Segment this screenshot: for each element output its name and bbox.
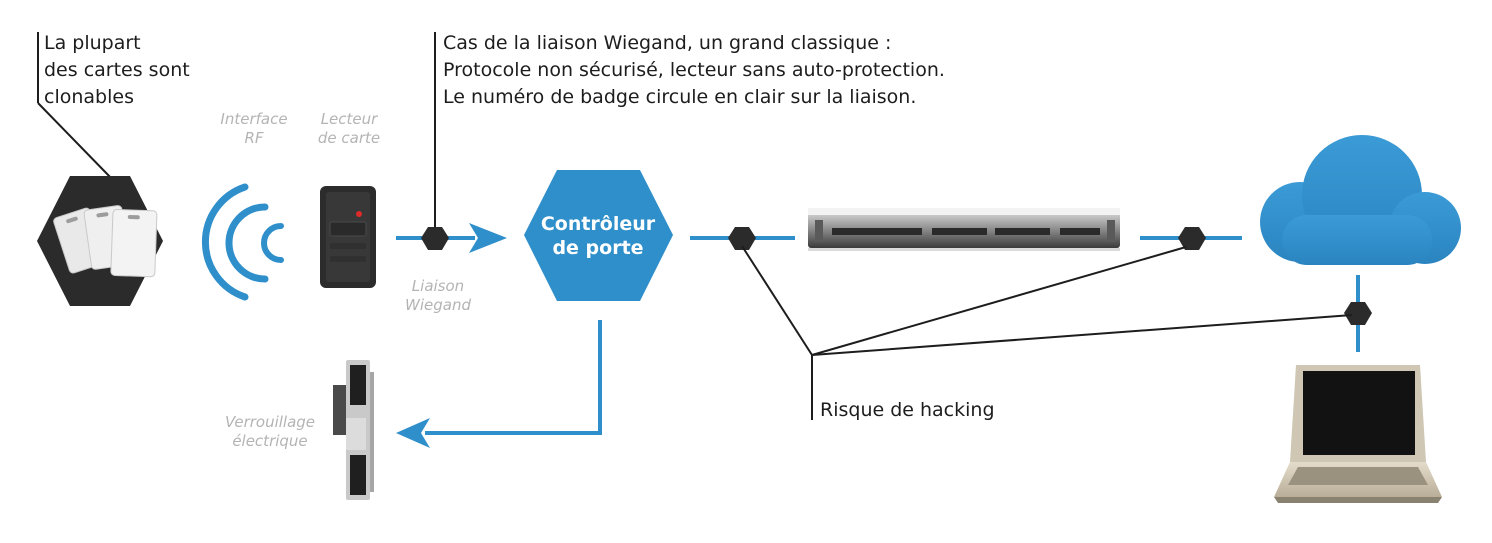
wiegand-link-arrow <box>396 223 507 253</box>
cards-callout-line <box>37 32 114 181</box>
label-line: Interface <box>220 110 288 128</box>
cards-clonable-note: La plupart des cartes sont clonables <box>44 30 190 111</box>
label-line: Liaison <box>411 277 465 295</box>
server-tap-node <box>728 227 756 250</box>
label-line: électrique <box>232 432 308 450</box>
controller-to-lock-arrow <box>396 320 602 448</box>
hacking-risk-note: Risque de hacking <box>820 397 995 424</box>
note-line: La plupart <box>44 32 141 54</box>
label-line: Contrôleur <box>540 213 656 235</box>
rf-waves-icon <box>201 183 284 301</box>
laptop-tap-node <box>1344 302 1372 325</box>
rf-interface-label: Interface RF <box>213 110 295 148</box>
electric-lock-icon <box>333 360 374 500</box>
note-line: Cas de la liaison Wiegand, un grand clas… <box>443 32 892 54</box>
cloud-tap-node <box>1178 227 1206 250</box>
wiegand-tap-node <box>421 227 449 250</box>
note-line: Protocole non sécurisé, lecteur sans aut… <box>443 59 945 81</box>
electric-lock-label: Verrouillage électrique <box>218 413 322 451</box>
label-line: Lecteur <box>320 110 378 128</box>
note-line: clonables <box>44 86 134 108</box>
door-controller-label: Contrôleur de porte <box>523 212 673 260</box>
server-icon <box>808 208 1120 251</box>
label-line: Verrouillage <box>224 413 316 431</box>
door-controller-hexagon[interactable] <box>524 170 673 301</box>
label-line: de porte <box>552 237 644 259</box>
note-line: Le numéro de badge circule en clair sur … <box>443 86 917 108</box>
label-line: de carte <box>317 129 381 147</box>
label-line: Wiegand <box>405 296 471 314</box>
note-line: des cartes sont <box>44 59 190 81</box>
card-icon <box>53 205 158 278</box>
cards-hexagon <box>37 176 163 306</box>
label-line: RF <box>244 129 264 147</box>
wiegand-note: Cas de la liaison Wiegand, un grand clas… <box>443 30 945 111</box>
cloud-icon <box>1260 135 1461 265</box>
hacking-lines <box>741 245 1353 420</box>
laptop-icon <box>1274 365 1442 503</box>
note-line: Risque de hacking <box>820 399 995 421</box>
card-reader-icon <box>320 186 376 288</box>
card-reader-label: Lecteur de carte <box>306 110 392 148</box>
wiegand-link-label: Liaison Wiegand <box>393 277 483 315</box>
